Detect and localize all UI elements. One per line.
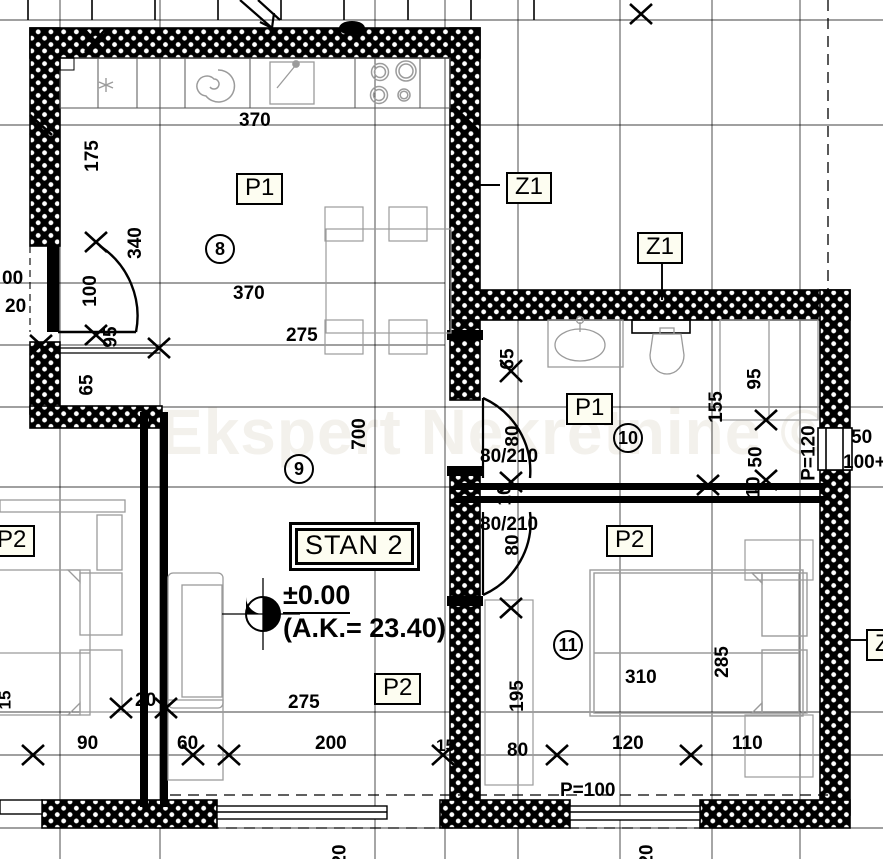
dim-100plus-right: 100+ (843, 452, 883, 473)
bathroom-doors (481, 396, 532, 597)
bottom-openings (0, 799, 388, 820)
room-number-10: 10 (613, 423, 643, 453)
dim-110-bed: 110 (732, 733, 763, 754)
dim-p120-right: P=120 (798, 425, 820, 481)
dim-220-edge: 20 (5, 296, 27, 317)
dim-50-right: 50 (851, 427, 873, 448)
dim-200-lower: 200 (315, 733, 347, 754)
dim-340-left: 340 (124, 227, 146, 259)
floor-tag-p2-left: P2 (0, 525, 36, 557)
dim-80210-upper: 80/210 (480, 446, 539, 467)
elevation-absolute: (A.K.= 23.40) (283, 613, 446, 643)
dim-700-center: 700 (348, 418, 370, 450)
watermark-text: Ekspert Nekretnine © (160, 396, 829, 468)
elevation-marker-icon (222, 578, 300, 650)
cooktop-icon (369, 60, 417, 105)
dim-370-living: 370 (233, 283, 265, 304)
dim-50-bath: 50 (745, 446, 767, 468)
living-sofa (167, 572, 224, 781)
dim-10-bath: 10 (743, 476, 765, 498)
room-number-11: 11 (553, 630, 583, 660)
bathtub-icon (719, 319, 819, 421)
dim-155-bath: 155 (705, 391, 727, 423)
dim-80-bedroom: 80 (507, 740, 529, 761)
dim-80-door-dn: 80 (502, 534, 524, 556)
dim-80-door-up: 80 (502, 425, 524, 447)
exterior-walls (29, 27, 851, 829)
dim-275-living: 275 (286, 325, 318, 346)
dim-60-mid: 60 (177, 733, 199, 754)
room-number-8: 8 (205, 234, 235, 264)
kitchen-counter (59, 57, 451, 109)
window-tag-z1-right: Z1 (637, 232, 684, 264)
dim-20-bottom1: 20 (329, 844, 351, 859)
dim-175-left: 175 (81, 140, 103, 172)
floor-tag-p2-bottom: P2 (374, 673, 422, 705)
floor-tag-p1-living: P1 (236, 173, 284, 205)
top-ruler-ticks (27, 0, 535, 20)
bathroom-sink-icon (547, 315, 624, 368)
dim-65-left: 65 (76, 374, 98, 396)
washing-machine-icon (196, 69, 236, 103)
dim-120-bed: 120 (612, 733, 644, 754)
dim-310-bed: 310 (625, 667, 657, 688)
bedroom-wardrobe (484, 539, 814, 786)
bedroom-window-bottom (569, 805, 701, 821)
dim-p100-bottom: P=100 (560, 780, 616, 801)
apartment-title-tag: STAN 2 (295, 528, 414, 565)
dim-370-kitchen: 370 (239, 110, 271, 131)
window-tag-z1-edge: Z (866, 629, 883, 661)
dim-65-bath: 65 (497, 348, 519, 370)
refrigerator-icon (98, 78, 114, 92)
partition-walls (140, 330, 825, 807)
window-left-lower (60, 347, 160, 354)
room-number-9: 9 (284, 454, 314, 484)
pivot-marker (339, 21, 365, 35)
dim-15-wall: 15 (436, 736, 455, 755)
bed-furniture (589, 569, 808, 717)
dim-195-bed: 195 (506, 680, 528, 712)
dim-285-bed: 285 (711, 646, 733, 678)
entry-door-left (29, 245, 139, 334)
bathroom-window (817, 427, 853, 471)
dim-20-mid: 20 (135, 690, 157, 711)
dim-80210-lower: 80/210 (480, 514, 539, 535)
floor-tag-p2-bedroom: P2 (606, 525, 654, 557)
kitchen-sink-icon (269, 60, 315, 105)
window-tag-z1-top: Z1 (506, 172, 553, 204)
dim-20-bottom2: 20 (636, 844, 658, 859)
dim-10-door: 10 (494, 484, 516, 506)
dim-95-door: 95 (100, 326, 122, 348)
toilet-icon (631, 319, 691, 375)
roof-slope-arrow (239, 0, 281, 29)
neighbour-bed (0, 499, 126, 716)
dim-95-tub: 95 (744, 368, 766, 390)
dim-90-left: 90 (77, 733, 99, 754)
dim-100-door: 100 (79, 275, 101, 307)
elevation-relative: ±0.00 (283, 580, 351, 614)
dimension-tick-marks (21, 3, 778, 766)
property-dashed-lines (100, 0, 829, 829)
window-tag-leaders (478, 184, 866, 641)
dim-275-lower: 275 (288, 692, 320, 713)
dining-set (324, 206, 452, 355)
dim-100-edge: 00 (2, 268, 24, 289)
floor-tag-p1-bath: P1 (566, 393, 614, 425)
dim-15-leftwall: 15 (0, 690, 15, 710)
